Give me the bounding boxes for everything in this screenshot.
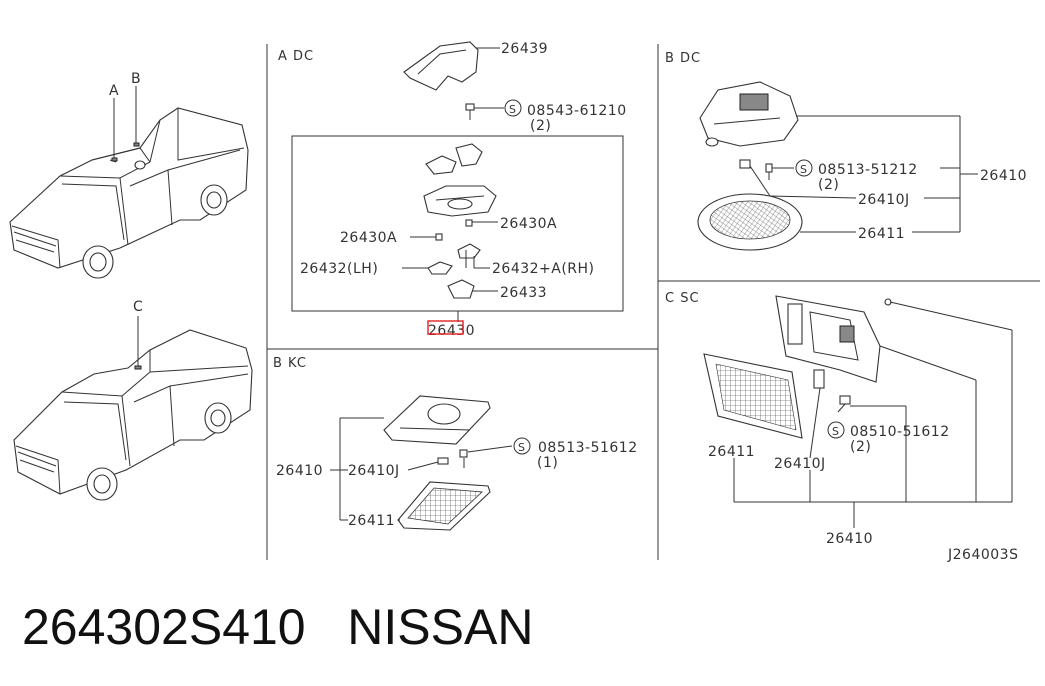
label-26432a-rh: 26432+A(RH): [492, 261, 595, 277]
label-26411-sc: 26411: [708, 444, 755, 460]
label-bolt-qty-b-dc: (2): [818, 177, 839, 193]
panel-dividers: [266, 44, 1040, 560]
screw-symbol-c-sc: S: [832, 425, 839, 438]
crew-cab-truck-illustration: [9, 86, 249, 279]
label-26430a-left: 26430A: [340, 230, 397, 246]
part-number-caption: 264302S410 NISSAN: [22, 599, 534, 655]
screw-symbol-b-dc: S: [800, 163, 807, 176]
label-26410j-dc: 26410J: [858, 192, 910, 208]
section-c-sc-parts: [703, 295, 1013, 528]
label-bolt-qty-b-kc: (1): [537, 455, 558, 471]
label-bolt-08510-51612: 08510-51612: [850, 424, 950, 440]
label-26430a-right: 26430A: [500, 216, 557, 232]
screw-symbol-a: S: [509, 103, 516, 116]
label-bolt-08513-51612: 08513-51612: [538, 440, 638, 456]
section-b-kc-label: B KC: [273, 356, 307, 371]
label-26411-kc: 26411: [348, 513, 395, 529]
highlight-box: [427, 320, 464, 335]
label-bolt-08543-61210: 08543-61210: [527, 103, 627, 119]
label-26432-lh: 26432(LH): [300, 261, 378, 277]
single-cab-truck-illustration: [13, 316, 253, 501]
section-c-sc-label: C SC: [665, 291, 700, 306]
marker-a: A: [109, 83, 119, 99]
marker-b: B: [131, 71, 141, 87]
marker-c: C: [133, 299, 143, 315]
label-26410j-sc: 26410J: [774, 456, 826, 472]
label-26411-dc: 26411: [858, 226, 905, 242]
section-a-label: A DC: [278, 49, 314, 64]
section-a-parts: [291, 41, 624, 322]
label-26430-highlighted: 26430: [428, 323, 475, 339]
section-b-kc-parts: [330, 395, 531, 531]
label-26410-kc: 26410: [276, 463, 323, 479]
label-26439: 26439: [501, 41, 548, 57]
label-bolt-qty-a: (2): [530, 118, 551, 134]
label-26433: 26433: [500, 285, 547, 301]
section-b-dc-parts: [697, 81, 978, 251]
label-26410-dc: 26410: [980, 168, 1027, 184]
diagram-code: J264003S: [947, 547, 1018, 563]
label-26410-sc: 26410: [826, 531, 873, 547]
label-26410j-kc: 26410J: [348, 463, 400, 479]
screw-symbol-b-kc: S: [518, 441, 525, 454]
label-bolt-08513-51212: 08513-51212: [818, 162, 918, 178]
label-bolt-qty-c-sc: (2): [850, 439, 871, 455]
section-b-dc-label: B DC: [665, 51, 701, 66]
